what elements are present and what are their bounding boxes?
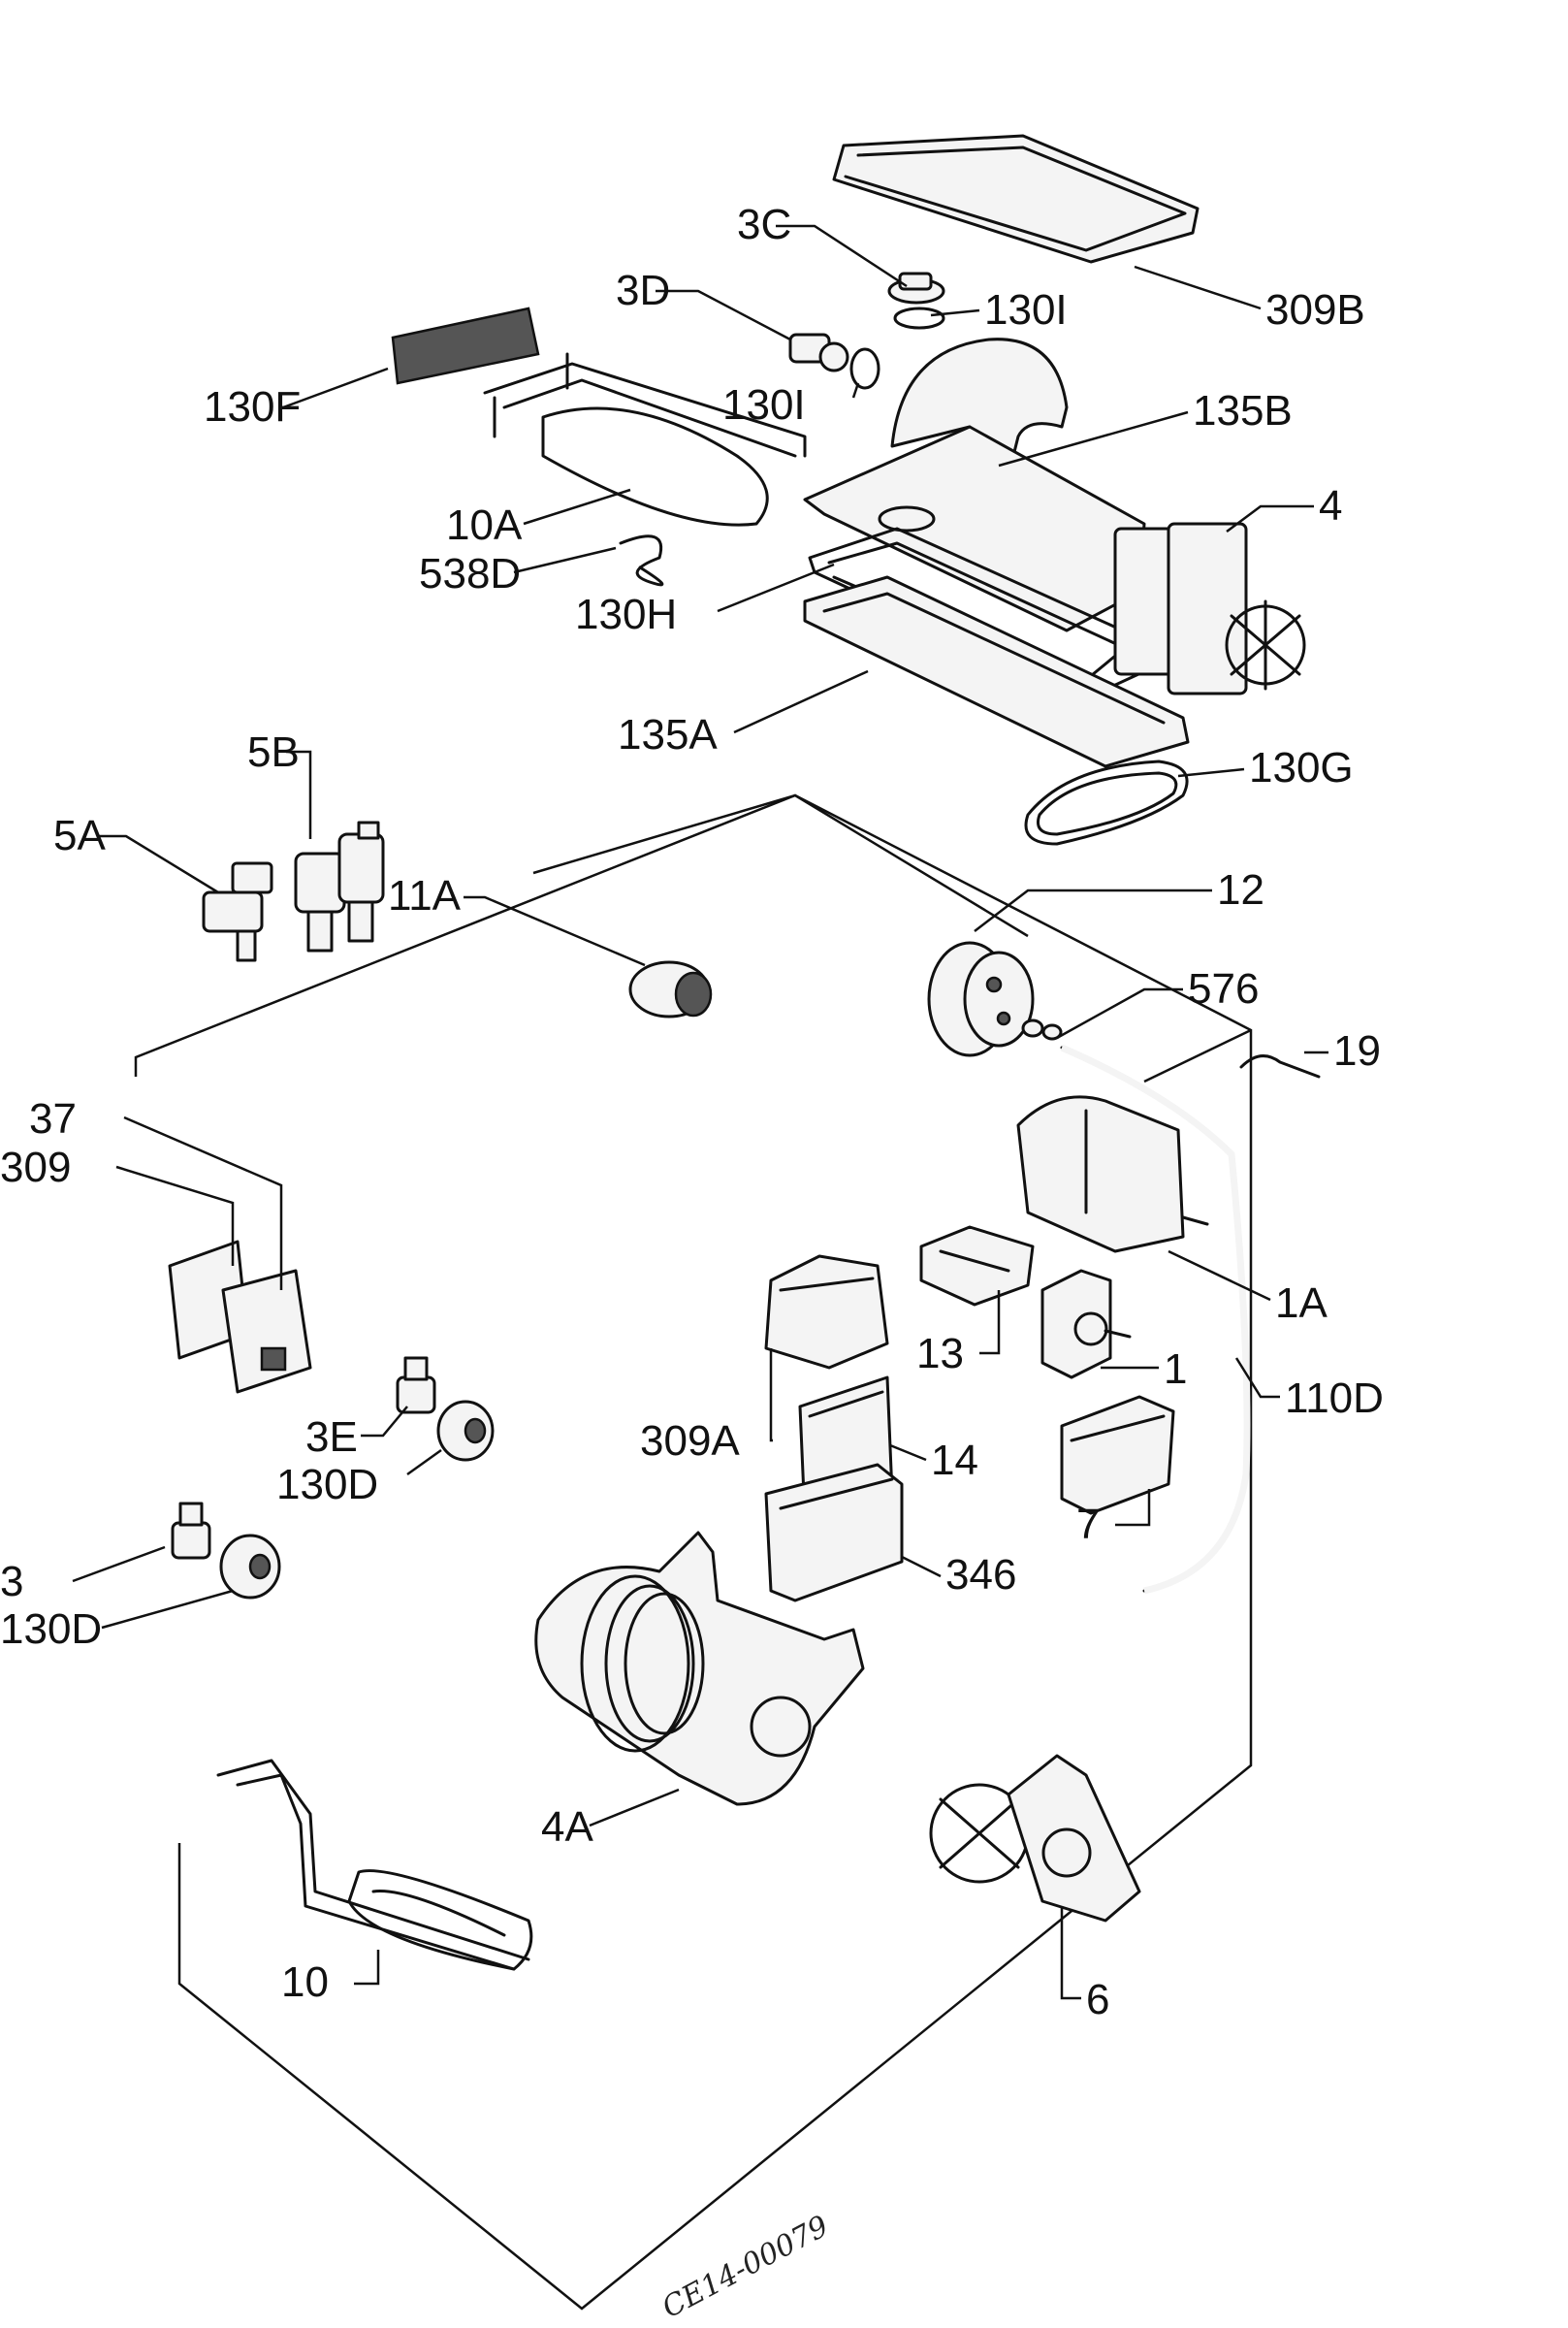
label-5a: 5A (53, 812, 106, 859)
label-130i-b: 130I (722, 381, 806, 429)
capacitor-11a-part (628, 960, 713, 1018)
valve-5a-part (202, 861, 273, 962)
duct-base-135a-part (803, 575, 1190, 768)
label-11a: 11A (388, 872, 462, 920)
hose-110d-part (1060, 1044, 1251, 1595)
label-130i-a: 130I (984, 286, 1068, 334)
timer-1a-part (1016, 1095, 1209, 1253)
label-309: 309 (0, 1144, 71, 1191)
top-cover-part (832, 134, 1200, 264)
belt-130g-part (1024, 760, 1189, 846)
fan-6-part (929, 1754, 1141, 1923)
grommet-130d-b-part (219, 1534, 281, 1600)
label-1a: 1A (1275, 1279, 1328, 1327)
board-37-part (221, 1269, 312, 1394)
label-130d-a: 130D (276, 1461, 378, 1508)
bearing-576-part (1021, 1018, 1063, 1041)
label-130g: 130G (1249, 744, 1354, 792)
selector-1-part (1040, 1269, 1132, 1379)
label-3d: 3D (616, 267, 670, 314)
fan-motor-4-part (1113, 522, 1306, 695)
valve-5b-part (294, 821, 385, 953)
thermostat-3e-part (396, 1356, 436, 1414)
relay-7-part (1060, 1395, 1175, 1515)
switch-block-13-part (919, 1225, 1035, 1307)
label-130d-b: 130D (0, 1605, 102, 1653)
label-346: 346 (945, 1551, 1016, 1599)
label-4a: 4A (541, 1803, 593, 1851)
label-3: 3 (0, 1558, 23, 1605)
label-110d: 110D (1285, 1374, 1384, 1422)
label-309b: 309B (1265, 286, 1365, 334)
cover-309a-part (764, 1254, 889, 1370)
drum-motor-4a-part (534, 1531, 865, 1806)
gasket-130f-part (391, 307, 540, 385)
label-135a: 135A (618, 711, 718, 759)
label-14: 14 (931, 1437, 978, 1484)
label-3e: 3E (305, 1413, 358, 1461)
label-19: 19 (1333, 1027, 1381, 1075)
thermostat-3-part (171, 1502, 211, 1560)
label-130h: 130H (575, 591, 677, 638)
housing-346-part (764, 1463, 904, 1602)
label-37: 37 (29, 1095, 77, 1143)
label-309a: 309A (640, 1417, 740, 1465)
label-3c: 3C (737, 201, 791, 248)
pulley-12-part (927, 941, 1035, 1057)
label-4: 4 (1319, 482, 1342, 530)
label-135b: 135B (1193, 387, 1293, 435)
label-5b: 5B (247, 728, 300, 776)
label-576: 576 (1188, 965, 1259, 1013)
label-130f: 130F (204, 383, 301, 431)
leader-lines (72, 224, 1328, 2000)
heater-10a-part (483, 352, 807, 527)
label-10: 10 (281, 1958, 329, 2006)
label-13: 13 (916, 1330, 964, 1377)
label-1: 1 (1164, 1345, 1187, 1393)
label-7: 7 (1076, 1501, 1100, 1548)
part-labels: 309B 3C 130I 3D 130I 130F 135B 4 10A 538… (0, 201, 1384, 2023)
thermostat-3c-part (887, 272, 945, 330)
thermostat-3d-part (788, 333, 880, 390)
cabinet-frame (134, 793, 1253, 2311)
sensor-19-part (1239, 1054, 1321, 1079)
label-6: 6 (1086, 1976, 1109, 2023)
heater-10-part (216, 1759, 533, 1971)
label-12: 12 (1217, 866, 1264, 914)
label-538d: 538D (419, 550, 521, 598)
grommet-130d-a-part (436, 1400, 495, 1462)
spring-538d-part (619, 534, 664, 587)
label-10a: 10A (446, 501, 523, 549)
air-duct-135b-part (803, 338, 1146, 632)
